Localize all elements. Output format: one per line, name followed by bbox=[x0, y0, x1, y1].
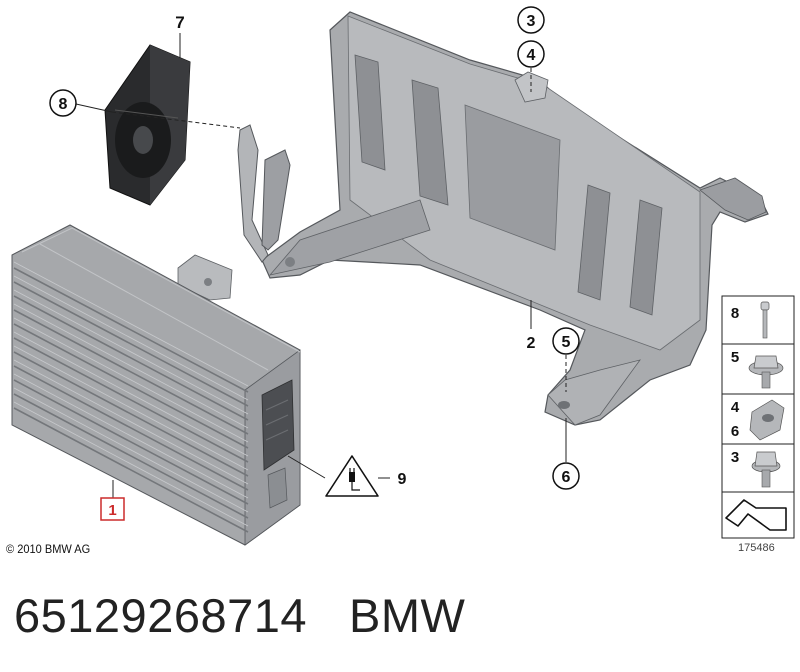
screw-icon bbox=[760, 301, 770, 339]
clip-nut-icon bbox=[749, 399, 785, 441]
callout-5: 5 bbox=[552, 327, 580, 355]
legend-4-label: 4 bbox=[731, 399, 740, 416]
fan-clip-bracket bbox=[237, 124, 291, 263]
callout-4-label: 4 bbox=[527, 47, 536, 64]
callout-7-label: 7 bbox=[175, 13, 184, 32]
legend-3-label: 3 bbox=[731, 449, 739, 466]
legend-8-label: 8 bbox=[731, 305, 739, 322]
callout-9-label: 9 bbox=[398, 471, 407, 488]
callout-1-label: 1 bbox=[108, 502, 116, 519]
electrical-warning-icon bbox=[325, 455, 379, 497]
legend-6-label: 6 bbox=[731, 423, 739, 440]
callout-5-label: 5 bbox=[562, 334, 571, 351]
amplifier-unit bbox=[11, 224, 301, 546]
hex-bolt-flange-icon bbox=[748, 355, 784, 389]
mounting-bracket bbox=[261, 11, 769, 426]
callout-9: 9 bbox=[398, 471, 407, 488]
callout-4: 4 bbox=[517, 40, 545, 68]
callout-8: 8 bbox=[49, 89, 77, 117]
part-caption: 65129268714 BMW bbox=[14, 588, 465, 643]
arrow-bracket-icon bbox=[725, 499, 787, 531]
copyright-text: © 2010 BMW AG bbox=[6, 542, 91, 556]
callout-7: 7 bbox=[175, 13, 184, 32]
hex-bolt-icon bbox=[751, 451, 781, 488]
callout-2: 2 bbox=[527, 335, 536, 352]
callout-3: 3 bbox=[517, 6, 545, 34]
callout-6-label: 6 bbox=[562, 469, 571, 486]
diagram-reference-number: 175486 bbox=[738, 542, 775, 554]
callout-1: 1 bbox=[100, 497, 125, 521]
brand-name: BMW bbox=[349, 589, 466, 642]
part-number: 65129268714 bbox=[14, 589, 308, 642]
callout-2-label: 2 bbox=[527, 335, 536, 352]
callout-3-label: 3 bbox=[527, 13, 536, 30]
hardware-legend: 8 5 4 6 3 bbox=[721, 295, 795, 539]
callout-6: 6 bbox=[552, 462, 580, 490]
callout-8-label: 8 bbox=[59, 96, 68, 113]
fan bbox=[104, 44, 191, 206]
legend-5-label: 5 bbox=[731, 349, 739, 366]
leader-lines bbox=[75, 33, 567, 498]
